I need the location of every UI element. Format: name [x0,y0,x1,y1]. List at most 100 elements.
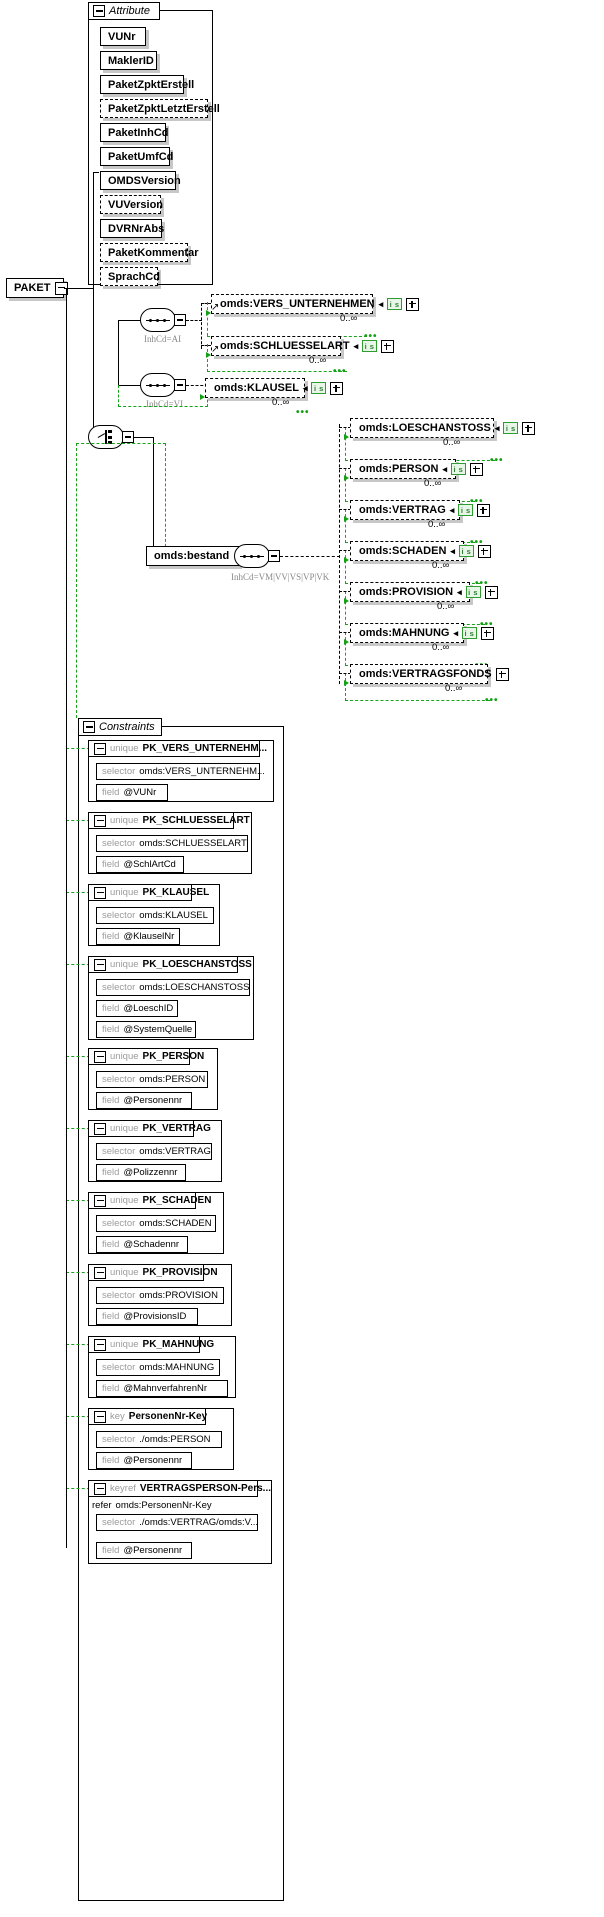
sequence-compositor-vi[interactable] [140,373,186,400]
root-element-paket[interactable]: PAKET [6,278,69,298]
constraint-refer-row: refer omds:PersonenNr-Key [92,1498,212,1512]
attribute-sprachcd[interactable]: SprachCd [100,267,160,286]
constraint-field-row[interactable]: field @SchlArtCd [96,856,184,873]
constraint-selector-row[interactable]: selector omds:SCHADEN [96,1215,216,1232]
collapse-icon[interactable] [94,958,106,971]
constraint-selector-row[interactable]: selector omds:SCHLUESSELART [96,835,248,852]
element-provision[interactable]: omds:PROVISION ◂ i s [350,582,498,602]
attribute-group-tab[interactable]: Attribute [88,2,160,20]
constraint-field-row[interactable]: field @KlauselNr [96,928,180,945]
constraint-header[interactable]: unique PK_KLAUSEL [88,884,209,901]
green-arrow-icon [344,598,349,604]
collapse-icon[interactable] [268,550,280,562]
collapse-icon[interactable] [94,1122,106,1135]
attribute-omdsversion[interactable]: OMDSVersion [100,171,181,190]
arrow-icon: ◂ [378,298,384,309]
constraint-selector-row[interactable]: selector omds:VERTRAG [96,1143,212,1160]
constraint-kind: unique [110,1339,139,1350]
expand-icon[interactable] [480,626,494,640]
constraint-field-row[interactable]: field @MahnverfahrenNr [96,1380,228,1397]
constraint-header[interactable]: unique PK_PROVISION [88,1264,218,1281]
constraint-field-row[interactable]: field @Personennr [96,1452,192,1469]
expand-icon[interactable] [477,544,491,558]
constraint-selector-row[interactable]: selector omds:KLAUSEL [96,907,214,924]
choice-compositor[interactable] [88,425,134,452]
element-label: omds:SCHADEN [359,545,447,557]
row-label: selector [102,838,136,849]
collapse-icon[interactable] [122,431,134,443]
element-mahnung[interactable]: omds:MAHNUNG ◂ i s [350,623,494,643]
constraints-tab[interactable]: Constraints [78,718,162,736]
element-vertragsfonds[interactable]: omds:VERTRAGSFONDS [350,664,509,684]
attribute-maklerid[interactable]: MaklerID [100,51,157,70]
constraint-header[interactable]: unique PK_SCHLUESSELART [88,812,250,829]
attribute-paketinhcd[interactable]: PaketInhCd [100,123,169,142]
constraint-selector-row[interactable]: selector omds:LOESCHANSTOSS [96,979,250,996]
expand-icon[interactable] [477,503,491,517]
attribute-vunr[interactable]: VUNr [100,27,146,46]
element-bestand[interactable]: omds:bestand [146,546,239,566]
collapse-icon[interactable] [83,721,95,733]
expand-icon[interactable] [330,381,344,395]
constraint-header[interactable]: unique PK_MAHNUNG [88,1336,214,1353]
annotation-line [66,1488,90,1489]
constraint-header[interactable]: unique PK_VERS_UNTERNEHM... [88,740,267,757]
sequence-compositor-bestand[interactable] [234,544,280,571]
element-person[interactable]: omds:PERSON ◂ i s [350,459,483,479]
expand-icon[interactable] [380,339,394,353]
constraint-field-row[interactable]: field @LoeschID [96,1000,178,1017]
constraint-header[interactable]: unique PK_SCHADEN [88,1192,211,1209]
is-badge: i s [465,586,481,598]
attribute-paketkommentar[interactable]: PaketKommentar [100,243,198,262]
attribute-dvrnrabs[interactable]: DVRNrAbs [100,219,164,238]
constraint-field-row[interactable]: field @Schadennr [96,1236,188,1253]
constraint-selector-row[interactable]: selector omds:VERS_UNTERNEHM... [96,763,265,780]
constraint-header[interactable]: unique PK_LOESCHANSTOSS [88,956,252,973]
attribute-vuversion[interactable]: VUVersion [100,195,163,214]
expand-icon[interactable] [484,585,498,599]
attribute-paketzpktletzterstell[interactable]: PaketZpktLetztErstell [100,99,220,118]
expand-icon[interactable] [495,667,509,681]
collapse-icon[interactable] [94,1410,106,1423]
collapse-icon[interactable] [94,1266,106,1279]
collapse-icon[interactable] [174,379,186,391]
expand-icon[interactable] [406,297,420,311]
collapse-icon[interactable] [94,1338,106,1351]
collapse-icon[interactable] [94,1050,106,1063]
collapse-icon[interactable] [93,5,105,17]
constraint-selector-row[interactable]: selector ./omds:VERTRAG/omds:V... [96,1514,258,1531]
constraint-selector-row[interactable]: selector ./omds:PERSON [96,1431,222,1448]
element-vertrag[interactable]: omds:VERTRAG ◂ i s [350,500,491,520]
element-loeschanstoss[interactable]: omds:LOESCHANSTOSS ◂ i s [350,418,536,438]
collapse-icon[interactable] [94,886,106,899]
collapse-icon[interactable] [94,814,106,827]
constraint-header[interactable]: unique PK_VERTRAG [88,1120,211,1137]
collapse-icon[interactable] [94,1194,106,1207]
collapse-icon[interactable] [174,314,186,326]
constraint-field-row[interactable]: field @VUNr [96,784,168,801]
constraint-header[interactable]: keyref VERTRAGSPERSON-Pers... [88,1480,271,1497]
constraint-selector-row[interactable]: selector omds:MAHNUNG [96,1359,220,1376]
constraint-kind: unique [110,743,139,754]
sequence-compositor-ai[interactable] [140,308,186,335]
expand-icon[interactable] [469,462,483,476]
constraint-field-row[interactable]: field @ProvisionsID [96,1308,198,1325]
constraint-selector-row[interactable]: selector omds:PROVISION [96,1287,224,1304]
constraint-field-row[interactable]: field @Personennr [96,1542,192,1559]
constraint-header[interactable]: unique PK_PERSON [88,1048,204,1065]
constraint-header[interactable]: key PersonenNr-Key [88,1408,207,1425]
constraint-field-row[interactable]: field @Personennr [96,1092,192,1109]
collapse-icon[interactable] [94,742,106,755]
constraint-field-row[interactable]: field @Polizzennr [96,1164,186,1181]
collapse-icon[interactable] [94,1482,106,1495]
element-schluesselart[interactable]: omds:SCHLUESSELART ◂ i s [211,336,394,356]
element-klausel[interactable]: omds:KLAUSEL ◂ i s [205,378,344,398]
expand-icon[interactable] [522,421,536,435]
element-schaden[interactable]: omds:SCHADEN ◂ i s [350,541,491,561]
constraint-selector-row[interactable]: selector omds:PERSON [96,1071,208,1088]
attribute-paketumfcd[interactable]: PaketUmfCd [100,147,173,166]
element-vers-unternehmen[interactable]: omds:VERS_UNTERNEHMEN ◂ i s [211,294,420,314]
constraint-field-row[interactable]: field @SystemQuelle [96,1021,196,1038]
attribute-paketzpkterstell[interactable]: PaketZpktErstell [100,75,194,94]
annotation-dots: ••• [296,407,310,418]
